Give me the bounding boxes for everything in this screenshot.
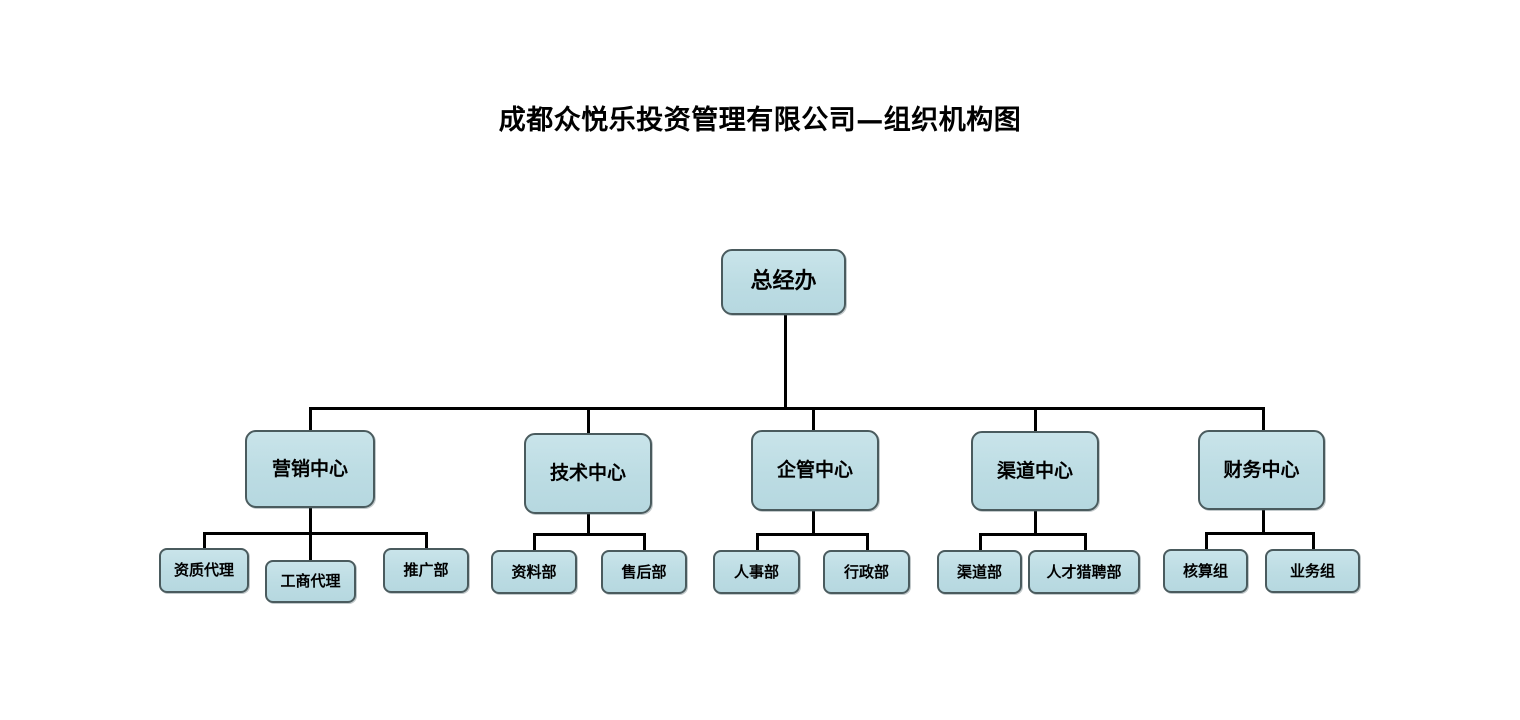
org-node-n11[interactable]: 人事部 [713,550,800,594]
connector-drop-channel [1034,407,1037,433]
connector-drop-zizhi [203,532,206,550]
connector-drop-enterprise [812,407,815,432]
org-node-label: 人才猎聘部 [1046,562,1122,581]
connector-drop-ziliao [533,533,536,552]
org-node-label: 渠道中心 [996,459,1073,482]
org-node-label: 财务中心 [1223,458,1300,481]
connector-stem-finance [1262,510,1265,533]
connector-drop-xingzheng [866,533,869,552]
org-node-n3[interactable]: 企管中心 [751,430,879,511]
connector-drop-liepin [1084,533,1087,552]
org-node-label: 技术中心 [549,462,626,485]
org-node-n7[interactable]: 工商代理 [265,560,356,603]
page-title: 成都众悦乐投资管理有限公司—组织机构图 [498,105,1022,136]
org-node-label: 渠道部 [956,562,1002,581]
org-node-n9[interactable]: 资料部 [491,550,577,594]
org-node-label: 总经办 [750,268,817,294]
connector-drop-gongshang [309,532,312,562]
org-node-label: 核算组 [1182,561,1228,580]
connector-level1-bus [309,407,1263,410]
org-node-n2[interactable]: 技术中心 [524,433,652,514]
connector-stem-channel [1034,511,1037,534]
org-node-n0[interactable]: 总经办 [721,249,846,315]
connector-drop-yewu [1312,532,1315,551]
connector-stem-enterprise [812,511,815,534]
org-node-label: 工商代理 [280,572,341,591]
org-node-label: 人事部 [733,562,779,581]
connector-bus-channel [979,533,1085,536]
connector-drop-marketing [309,407,312,432]
connector-bus-finance [1205,532,1313,535]
org-node-label: 资质代理 [173,561,234,580]
org-node-n13[interactable]: 渠道部 [937,550,1022,594]
org-node-n8[interactable]: 推广部 [383,548,469,593]
connector-drop-finance [1262,407,1265,432]
org-node-n16[interactable]: 业务组 [1265,549,1360,593]
org-node-n4[interactable]: 渠道中心 [971,431,1099,511]
org-node-label: 营销中心 [271,457,348,480]
connector-drop-shouhou [643,533,646,552]
connector-drop-renshi [756,533,759,552]
org-node-label: 推广部 [403,561,449,580]
connector-drop-tuiguang [425,532,428,550]
org-node-label: 资料部 [511,562,557,581]
connector-drop-hesuan [1205,532,1208,551]
org-node-n14[interactable]: 人才猎聘部 [1028,550,1140,594]
org-node-label: 企管中心 [776,459,853,482]
org-node-n12[interactable]: 行政部 [823,550,910,594]
connector-bus-enterprise [756,533,867,536]
org-node-n6[interactable]: 资质代理 [159,548,249,593]
connector-root-stem [784,315,787,408]
org-node-label: 业务组 [1289,561,1335,580]
connector-bus-marketing [203,532,427,535]
org-node-n15[interactable]: 核算组 [1163,549,1248,593]
org-node-n10[interactable]: 售后部 [601,550,687,594]
connector-bus-technology [533,533,644,536]
org-node-n5[interactable]: 财务中心 [1198,430,1325,510]
org-node-label: 行政部 [843,562,889,581]
connector-drop-technology [587,407,590,435]
connector-stem-technology [587,514,590,534]
org-node-label: 售后部 [621,562,667,581]
connector-drop-qudao [979,533,982,552]
org-node-n1[interactable]: 营销中心 [245,430,375,508]
connector-stem-marketing [309,508,312,534]
